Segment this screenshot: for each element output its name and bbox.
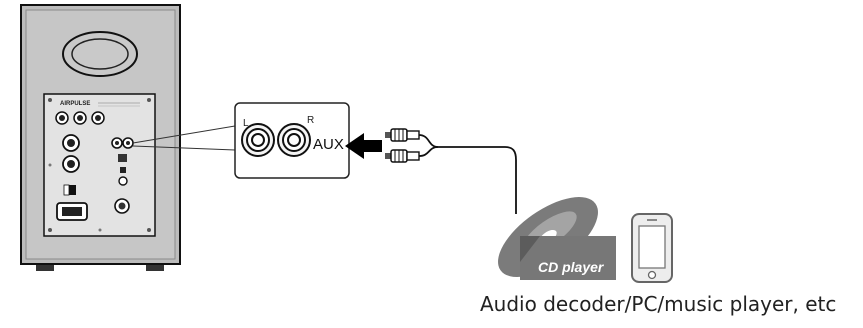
zoom-leader-line bbox=[132, 125, 236, 144]
remote-connector-center bbox=[118, 202, 126, 210]
phone-home-button bbox=[647, 270, 657, 280]
rca-jack-center bbox=[115, 141, 119, 145]
rca-jack-center bbox=[126, 141, 130, 145]
panel-rca-jacks bbox=[111, 137, 134, 149]
cd-player-shade bbox=[520, 236, 540, 262]
smartphone-icon bbox=[631, 213, 673, 283]
knob-center bbox=[59, 115, 65, 121]
panel-screw bbox=[98, 228, 102, 232]
rca-plug-boot bbox=[406, 151, 420, 161]
xlr-inputs bbox=[62, 134, 80, 173]
speaker-brand: AIRPULSE bbox=[60, 101, 90, 107]
panel-screw bbox=[48, 163, 52, 167]
tone-knobs bbox=[55, 111, 105, 125]
optical-input bbox=[118, 154, 127, 162]
panel-screw bbox=[48, 228, 52, 232]
usb-port bbox=[120, 167, 126, 173]
speaker-back-panel: AIRPULSE bbox=[43, 93, 156, 237]
zoom-rca-jack-right-pin bbox=[287, 133, 301, 147]
cable-wire bbox=[418, 134, 439, 148]
panel-screw bbox=[147, 228, 151, 232]
zoom-callout: L R AUX bbox=[234, 102, 350, 179]
speaker-foot-left bbox=[36, 264, 54, 271]
speaker: AIRPULSE bbox=[20, 4, 181, 271]
panel-screw bbox=[48, 98, 52, 102]
left-channel-label: L bbox=[243, 118, 249, 129]
aux-input-label: AUX bbox=[313, 136, 344, 153]
rca-plug-tip bbox=[385, 132, 391, 138]
knob-center bbox=[95, 115, 101, 121]
cable-wire bbox=[418, 146, 439, 157]
power-switch-rocker bbox=[63, 184, 70, 196]
zoom-rca-jack-left-pin bbox=[251, 133, 265, 147]
knob-center bbox=[77, 115, 83, 121]
right-channel-label: R bbox=[307, 115, 314, 126]
zoom-leader-line bbox=[132, 145, 236, 151]
speaker-port-inner bbox=[71, 38, 129, 70]
speaker-foot-right bbox=[146, 264, 164, 271]
xlr-jack-center bbox=[67, 139, 75, 147]
cd-player-body bbox=[520, 236, 616, 280]
coax-input bbox=[118, 176, 128, 186]
insert-arrow-icon bbox=[345, 133, 382, 159]
rca-plug-tip bbox=[385, 153, 391, 159]
panel-screw bbox=[147, 98, 151, 102]
power-switch bbox=[64, 185, 76, 195]
phone-screen bbox=[638, 225, 666, 269]
power-socket-pins bbox=[62, 207, 82, 216]
cd-player: CD player bbox=[498, 197, 616, 280]
cd-player-label: CD player bbox=[538, 259, 605, 275]
rca-plug-boot bbox=[406, 130, 420, 140]
xlr-jack-center bbox=[67, 160, 75, 168]
source-devices-caption: Audio decoder/PC/music player, etc bbox=[480, 292, 837, 316]
cable-wire-main bbox=[438, 146, 517, 214]
rca-cable bbox=[385, 128, 517, 214]
